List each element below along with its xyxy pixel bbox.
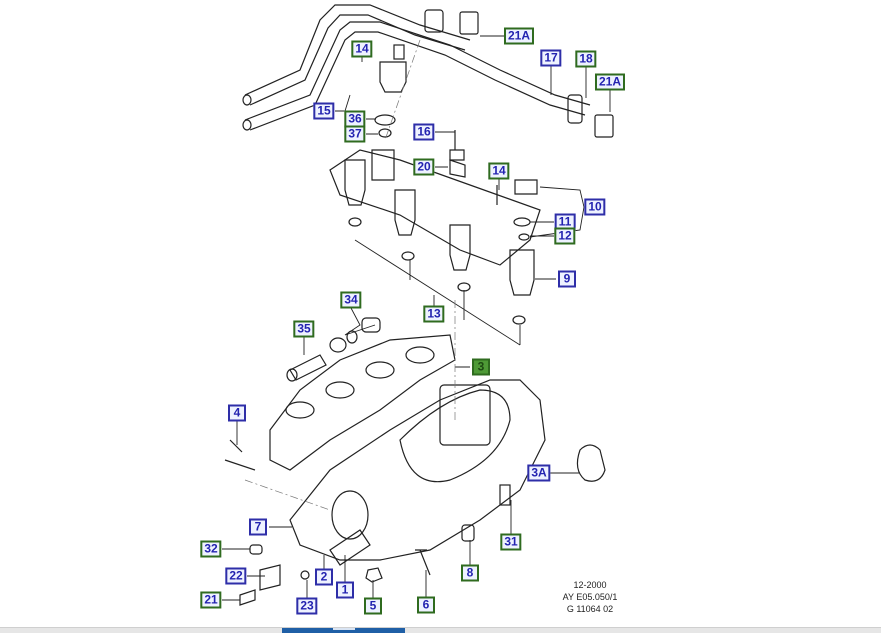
callout-part-8[interactable]: 8 bbox=[461, 564, 479, 582]
callout-part-16[interactable]: 16 bbox=[413, 123, 435, 141]
bottom-scrollbar[interactable] bbox=[0, 627, 881, 633]
callout-part-12[interactable]: 12 bbox=[554, 227, 576, 245]
callout-part-4[interactable]: 4 bbox=[228, 404, 246, 422]
figure-code: AY E05.050/1 bbox=[562, 592, 618, 602]
drawing-number: G 11064 02 bbox=[566, 604, 614, 614]
callout-part-21[interactable]: 21 bbox=[200, 591, 222, 609]
leader-lines bbox=[222, 35, 611, 601]
fuel-rail-injectors bbox=[329, 130, 541, 346]
scrollbar-thumb[interactable] bbox=[282, 628, 405, 633]
callout-part-2[interactable]: 2 bbox=[315, 568, 333, 586]
callout-part-20[interactable]: 20 bbox=[413, 158, 435, 176]
revision-date: 12-2000 bbox=[573, 580, 607, 590]
callout-part-9[interactable]: 9 bbox=[558, 270, 576, 288]
pressure-regulator bbox=[374, 44, 407, 138]
callout-part-10[interactable]: 10 bbox=[584, 198, 606, 216]
callout-part-37[interactable]: 37 bbox=[344, 125, 366, 143]
intake-manifold bbox=[224, 379, 606, 606]
callout-part-14[interactable]: 14 bbox=[488, 162, 510, 180]
scrollbar-thumb-grip bbox=[333, 628, 355, 630]
callout-part-23[interactable]: 23 bbox=[296, 597, 318, 615]
callout-part-3[interactable]: 3 bbox=[472, 358, 490, 376]
callout-part-3a[interactable]: 3A bbox=[527, 464, 551, 482]
sleeves-and-seals bbox=[286, 317, 381, 382]
callout-part-35[interactable]: 35 bbox=[293, 320, 315, 338]
callout-part-6[interactable]: 6 bbox=[417, 596, 435, 614]
callout-part-31[interactable]: 31 bbox=[500, 533, 522, 551]
callout-part-13[interactable]: 13 bbox=[423, 305, 445, 323]
manifold-gasket bbox=[269, 334, 456, 471]
callout-part-32[interactable]: 32 bbox=[200, 540, 222, 558]
callout-part-11[interactable]: 11 bbox=[554, 213, 576, 231]
callout-part-22[interactable]: 22 bbox=[225, 567, 247, 585]
callout-part-5[interactable]: 5 bbox=[364, 597, 382, 615]
callout-part-34[interactable]: 34 bbox=[340, 291, 362, 309]
callout-part-1[interactable]: 1 bbox=[336, 581, 354, 599]
fuel-lines bbox=[242, 4, 614, 138]
callout-part-18[interactable]: 18 bbox=[575, 50, 597, 68]
callout-part-17[interactable]: 17 bbox=[540, 49, 562, 67]
callout-part-15[interactable]: 15 bbox=[313, 102, 335, 120]
centerlines bbox=[244, 39, 456, 511]
callout-part-7[interactable]: 7 bbox=[249, 518, 267, 536]
callout-part-21a[interactable]: 21A bbox=[594, 73, 626, 91]
callout-part-21a[interactable]: 21A bbox=[503, 27, 535, 45]
callout-part-14[interactable]: 14 bbox=[351, 40, 373, 58]
